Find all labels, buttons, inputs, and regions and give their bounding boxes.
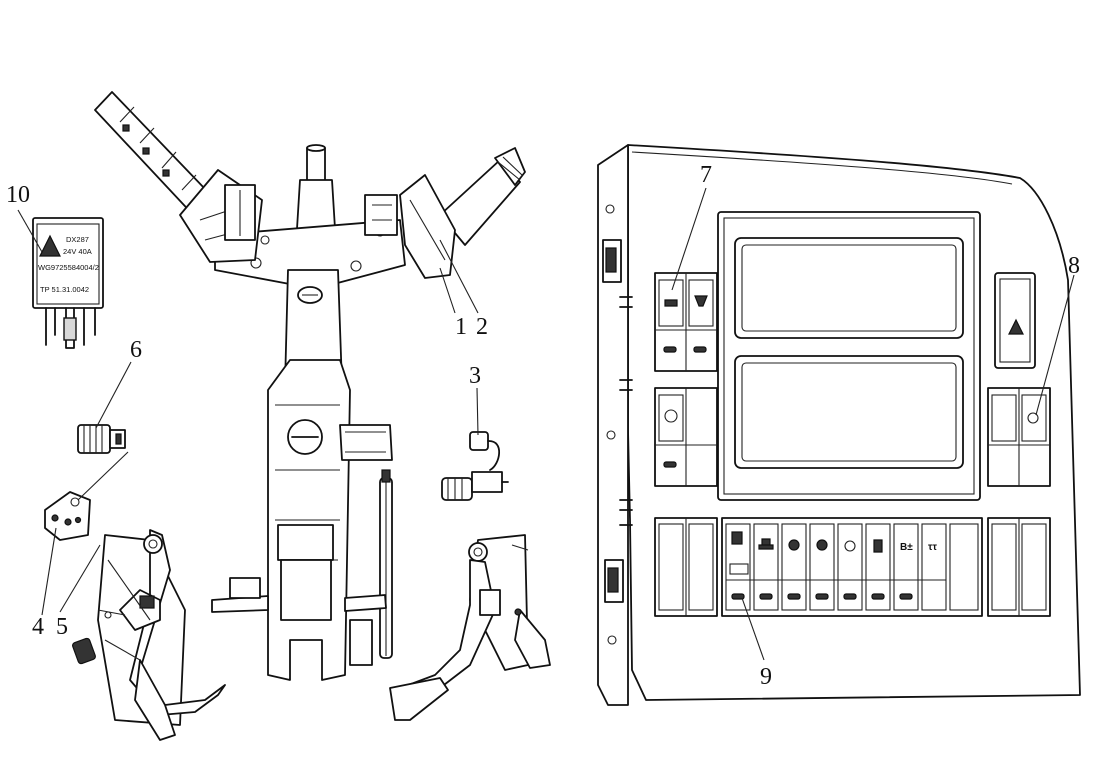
callout-1: 1 — [455, 314, 467, 340]
ignition-connector — [77, 424, 126, 454]
callout-8: 8 — [1068, 253, 1080, 279]
callout-3: 3 — [469, 363, 481, 389]
lock-icon: ττ — [928, 542, 937, 553]
sensor-assembly — [441, 431, 509, 501]
combination-switch-right — [364, 147, 526, 279]
diff-icon: B± — [900, 542, 913, 553]
axle-icon — [758, 538, 774, 550]
callout-7: 7 — [700, 162, 712, 188]
callout-4: 4 — [32, 614, 44, 640]
pedal-assembly-left — [97, 529, 226, 741]
fuel-icon — [731, 531, 743, 545]
steering-column — [211, 144, 406, 681]
leader-lines — [17, 187, 1075, 661]
seat-icon — [873, 539, 883, 553]
callout-9: 9 — [760, 664, 772, 690]
relay-text-2: 24V 40A — [63, 247, 92, 256]
callout-labels: 10 1 2 3 4 5 6 7 8 9 — [6, 162, 1080, 690]
relay-text-3: WG9725584004/2 — [38, 263, 99, 272]
relay: DX287 24V 40A WG9725584004/2 TP 51.31.00… — [32, 217, 104, 349]
combination-switch-left — [94, 91, 263, 263]
lamp-icon — [664, 299, 678, 307]
tire-icon — [816, 539, 828, 551]
pedal-assembly-right — [389, 534, 551, 721]
callout-6: 6 — [130, 337, 142, 363]
headlight-icon — [664, 409, 678, 423]
dashboard-panel: B± ττ — [597, 144, 1081, 706]
warning-triangle-icon — [1008, 318, 1024, 335]
callout-10: 10 — [6, 182, 30, 208]
callout-5: 5 — [56, 614, 68, 640]
warning-triangle-icon — [39, 234, 61, 257]
power-icon — [1027, 412, 1039, 424]
brake-switch — [44, 491, 96, 665]
relay-text-1: DX287 — [66, 235, 89, 244]
power-icon — [844, 540, 856, 552]
sun-icon — [788, 539, 800, 551]
beacon-icon — [694, 295, 708, 307]
callout-2: 2 — [476, 314, 488, 340]
bottom-switch-row: B± ττ — [725, 523, 979, 611]
relay-text-4: TP 51.31.0042 — [40, 285, 89, 294]
